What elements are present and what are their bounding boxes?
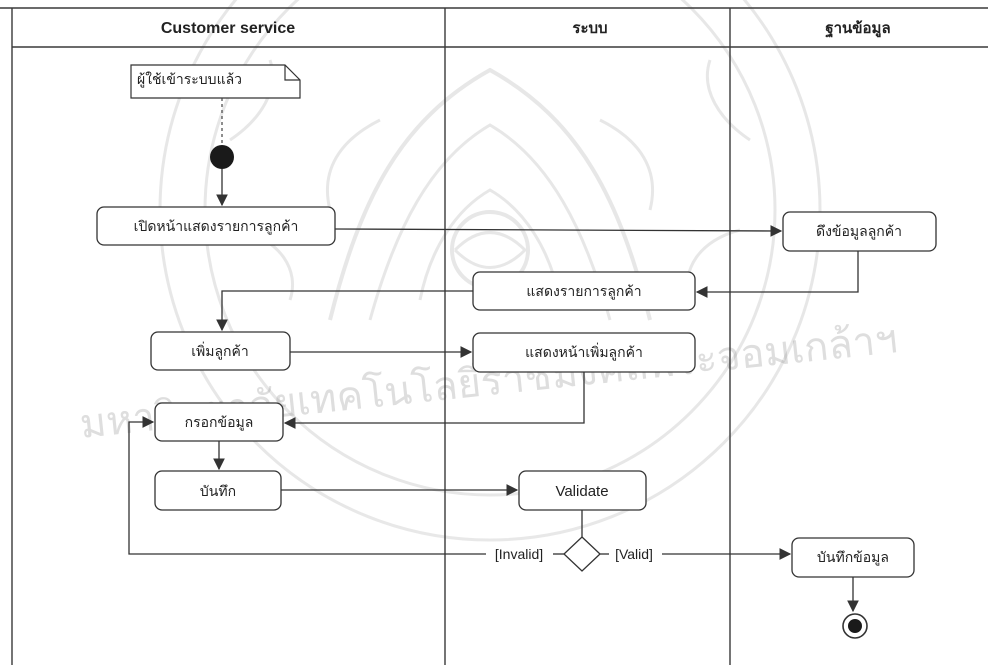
action-show-add-customer-page-label: แสดงหน้าเพิ่มลูกค้า xyxy=(525,343,643,361)
action-save-data: บันทึกข้อมูล xyxy=(791,537,915,578)
action-show-customer-list-label: แสดงรายการลูกค้า xyxy=(526,284,641,300)
flow-show-add-page-to-fill xyxy=(283,372,585,429)
action-open-customer-list-label: เปิดหน้าแสดงรายการลูกค้า xyxy=(134,219,299,235)
flow-show-list-to-add xyxy=(216,290,473,332)
action-show-add-customer-page: แสดงหน้าเพิ่มลูกค้า xyxy=(472,332,696,373)
action-fetch-customer-data-label: ดึงข้อมูลลูกค้า xyxy=(816,224,902,240)
action-validate-label: Validate xyxy=(555,483,608,500)
action-open-customer-list: เปิดหน้าแสดงรายการลูกค้า xyxy=(96,206,336,246)
guard-valid: [Valid] xyxy=(615,546,653,562)
swimlane-frame xyxy=(0,7,988,665)
action-add-customer: เพิ่มลูกค้า xyxy=(150,331,291,371)
action-save-data-label: บันทึกข้อมูล xyxy=(817,550,889,566)
action-fetch-customer-data: ดึงข้อมูลลูกค้า xyxy=(782,211,937,252)
guard-invalid: [Invalid] xyxy=(495,546,543,562)
action-fill-data-label: กรอกข้อมูล xyxy=(185,415,254,431)
control-flows xyxy=(128,225,859,613)
action-save-label: บันทึก xyxy=(200,484,236,500)
flow-open-to-fetch xyxy=(334,225,783,237)
lane-title-database: ฐานข้อมูล xyxy=(825,19,890,38)
flow-invalid-back-to-fill xyxy=(128,416,486,555)
lane-title-system: ระบบ xyxy=(572,19,607,37)
end-node xyxy=(842,613,868,639)
action-fill-data: กรอกข้อมูล xyxy=(154,402,284,442)
action-save: บันทึก xyxy=(154,470,282,511)
action-validate: Validate xyxy=(518,470,647,511)
flow-fetch-to-show-list xyxy=(695,251,859,298)
note-text: ผู้ใช้เข้าระบบแล้ว xyxy=(137,71,242,88)
lane-title-customer-service: Customer service xyxy=(161,20,295,37)
start-node xyxy=(210,145,234,169)
precondition-note: ผู้ใช้เข้าระบบแล้ว xyxy=(130,64,301,99)
action-show-customer-list: แสดงรายการลูกค้า xyxy=(472,271,696,311)
action-add-customer-label: เพิ่มลูกค้า xyxy=(191,342,249,360)
decision-node xyxy=(563,536,601,572)
